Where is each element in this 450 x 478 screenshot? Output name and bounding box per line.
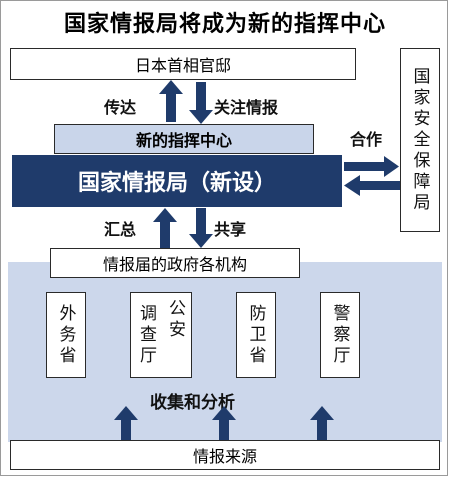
agency-box-police: 警察厅 <box>320 292 360 378</box>
agency-box-public-security: 公安 调查厅 <box>130 292 192 378</box>
share-label: 共享 <box>214 220 247 239</box>
national-intelligence-bureau-box: 国家情报局（新设） <box>12 155 342 207</box>
arrow-up-icon <box>212 406 236 440</box>
national-security-bureau-label: 国家安全保障局 <box>409 66 430 214</box>
agency-box-foreign-affairs: 外务省 <box>46 292 86 378</box>
agency-label: 警察厅 <box>329 303 350 367</box>
command-center-box: 新的指挥中心 <box>54 124 314 154</box>
prime-minister-office-box: 日本首相官邸 <box>10 48 356 80</box>
diagram-title: 国家情报局将成为新的指挥中心 <box>63 12 386 37</box>
relay-label: 传达 <box>104 98 137 117</box>
agency-label: 外务省 <box>55 303 76 367</box>
arrow-up-icon <box>153 208 177 248</box>
agency-label-top: 公安 <box>165 299 185 341</box>
agency-box-defense: 防卫省 <box>236 292 276 378</box>
agency-label: 防卫省 <box>245 303 266 367</box>
focus-label: 关注情报 <box>214 98 279 117</box>
arrow-right-icon <box>344 156 399 177</box>
arrow-up-icon <box>114 406 138 440</box>
intelligence-source-box: 情报来源 <box>10 440 440 470</box>
collect-analyze-label: 收集和分析 <box>150 393 235 413</box>
arrow-down-icon <box>189 208 213 248</box>
arrow-up-icon <box>159 80 183 122</box>
government-agencies-box: 情报届的政府各机构 <box>50 248 300 278</box>
cooperate-label: 合作 <box>350 130 383 149</box>
arrow-down-icon <box>189 82 213 124</box>
arrow-left-icon <box>344 175 400 196</box>
summarize-label: 汇总 <box>104 220 137 239</box>
national-security-bureau-box: 国家安全保障局 <box>400 48 440 232</box>
arrow-up-icon <box>310 406 334 440</box>
agency-label: 调查厅 <box>136 303 156 367</box>
